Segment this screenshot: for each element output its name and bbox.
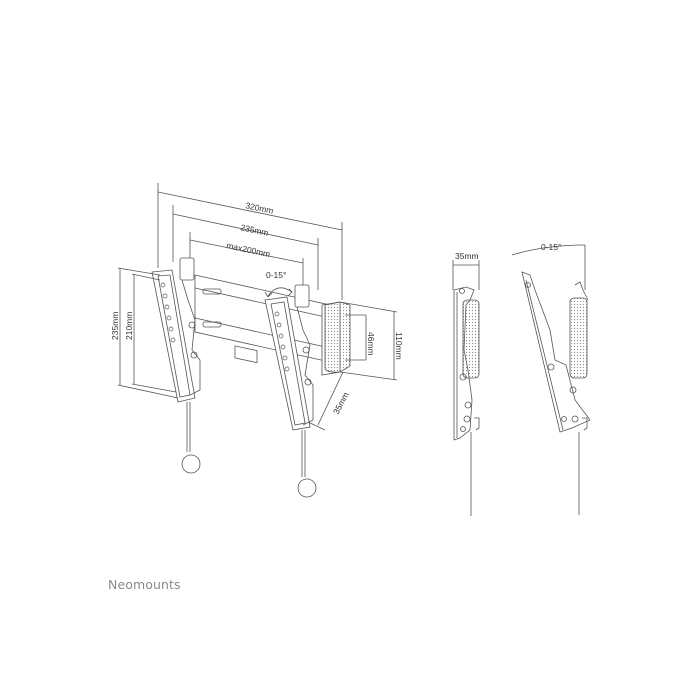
front-view (117, 183, 398, 498)
brand-logo: Neomounts (108, 577, 181, 592)
dim-110mm: 110mm (394, 332, 404, 360)
tilt-label-side: 0-15° (541, 242, 561, 252)
dim-210mm: 210mm (124, 312, 134, 340)
dim-235mm-height: 235mm (110, 312, 120, 340)
dim-35mm-side: 35mm (455, 251, 479, 261)
dim-320mm: 320mm (245, 200, 275, 216)
tilt-label-front: 0-15° (266, 270, 286, 280)
side-view-straight (452, 260, 480, 516)
dim-max200mm: max200mm (226, 240, 272, 259)
dim-235mm-width: 235mm (240, 222, 270, 238)
side-view-tilted (511, 244, 591, 515)
dim-46mm: 46mm (366, 332, 376, 356)
dim-35mm-depth: 35mm (331, 390, 351, 416)
